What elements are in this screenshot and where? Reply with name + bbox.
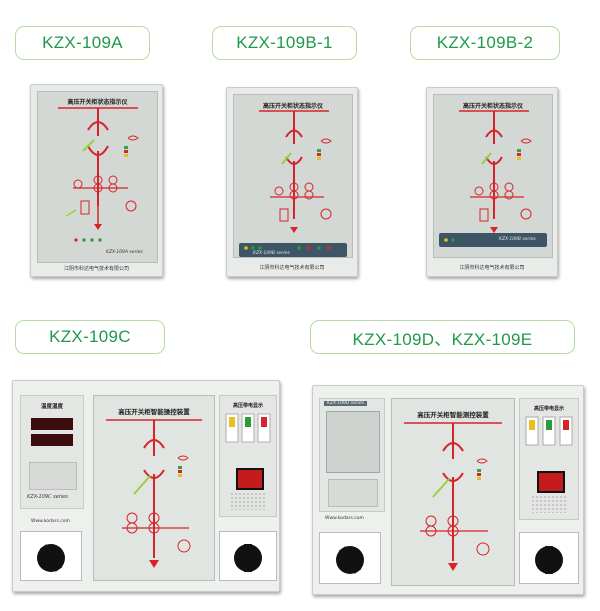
device-panel-kzx-109d-e[interactable]: KZX-109D series Www.kodars.com 高压开关柜智能测控… [312, 385, 584, 595]
panel-title: 高压开关柜状态指示仪 [462, 103, 523, 110]
temperature-display [31, 418, 73, 430]
phase-indicators [525, 416, 573, 446]
lcd-screen [326, 411, 380, 473]
single-line-diagram [259, 110, 332, 233]
switch-knob-icon [234, 544, 262, 572]
keypad[interactable] [328, 479, 378, 507]
single-line-diagram [404, 422, 502, 571]
panel-title: 高压开关柜智能测控装置 [417, 411, 489, 419]
switch-knob-icon [535, 546, 563, 574]
series-label: KZX-109B series [253, 251, 290, 256]
series-label: KZX-109A series [106, 250, 143, 255]
indicator-leds [244, 246, 331, 250]
single-line-diagram [58, 107, 139, 242]
switch-knob-icon [37, 544, 65, 572]
device-panel-kzx-109c[interactable]: 温度湿度 KZX-109C series Www.kodars.com 高压开关… [12, 380, 280, 592]
panel-title: 高压开关柜状态指示仪 [262, 103, 323, 110]
humidity-display [31, 434, 73, 446]
keypad[interactable] [29, 462, 77, 490]
website-label: Www.kodars.com [325, 516, 364, 521]
model-label-kzx-109d-e[interactable]: KZX-109D、KZX-109E [310, 320, 575, 354]
rotary-switch-left[interactable] [319, 532, 381, 584]
series-label: KZX-109C series [27, 494, 68, 500]
indicator-leds [444, 238, 455, 242]
device-panel-kzx-109b-2[interactable]: 高压开关柜状态指示仪 KZX-109B series 江阴市科达电气技术有限公 [426, 87, 558, 277]
panel-title: 高压开关柜状态指示仪 [67, 99, 128, 106]
control-strip[interactable]: KZX-109B series [239, 243, 347, 257]
digital-display [537, 471, 565, 493]
speaker-grille [531, 495, 567, 513]
maker-label: 江阴市科达电气技术有限公司 [459, 265, 525, 271]
module-title: 高压带电显示 [533, 406, 564, 412]
phase-indicators [225, 413, 271, 443]
website-label: Www.kodars.com [31, 519, 70, 524]
voltage-indicator-module: 高压带电显示 [219, 395, 277, 517]
speaker-grille [230, 492, 266, 510]
model-label-kzx-109a[interactable]: KZX-109A [15, 26, 150, 60]
switch-knob-icon [336, 546, 364, 574]
control-strip[interactable]: KZX-109B series [439, 233, 547, 247]
model-label-text: KZX-109C [49, 327, 131, 346]
display-screen: 高压开关柜状态指示仪 KZX-109A series [37, 91, 158, 263]
digital-display [236, 468, 264, 490]
device-panel-kzx-109a[interactable]: 高压开关柜状态指示仪 KZX-109A series 江阴市科达电气技术有限公司 [30, 84, 163, 277]
model-label-kzx-109b-2[interactable]: KZX-109B-2 [410, 26, 560, 60]
model-label-kzx-109c[interactable]: KZX-109C [15, 320, 165, 354]
maker-label: 江阴市科达电气技术有限公司 [63, 266, 129, 272]
voltage-indicator-module: 高压带电显示 [519, 398, 579, 520]
rotary-switch-right[interactable] [219, 531, 277, 581]
model-label-kzx-109b-1[interactable]: KZX-109B-1 [212, 26, 357, 60]
display-screen: 高压开关柜智能测控装置 [391, 398, 515, 586]
lcd-module: KZX-109D series [319, 398, 385, 512]
display-screen: 高压开关柜智能操控装置 [93, 395, 215, 581]
series-label: KZX-109D series [324, 401, 368, 406]
model-label-text: KZX-109D、KZX-109E [352, 329, 533, 349]
device-panel-kzx-109b-1[interactable]: 高压开关柜状态指示仪 KZX-109B series 江阴市科达 [226, 87, 358, 277]
model-label-text: KZX-109B-1 [236, 33, 333, 52]
display-screen: 高压开关柜状态指示仪 [433, 94, 553, 258]
module-title: 温度湿度 [40, 404, 63, 410]
model-label-text: KZX-109A [42, 33, 123, 52]
rotary-switch-right[interactable] [519, 532, 579, 584]
temperature-humidity-module: 温度湿度 KZX-109C series [20, 395, 84, 509]
series-label: KZX-109B series [499, 237, 536, 242]
model-label-text: KZX-109B-2 [436, 33, 534, 52]
module-title: 高压带电显示 [232, 403, 263, 409]
single-line-diagram [459, 110, 532, 233]
maker-label: 江阴市科达电气技术有限公司 [259, 265, 325, 271]
display-screen: 高压开关柜状态指示仪 [233, 94, 353, 258]
single-line-diagram [106, 419, 202, 568]
rotary-switch-left[interactable] [20, 531, 82, 581]
panel-title: 高压开关柜智能操控装置 [118, 408, 190, 416]
